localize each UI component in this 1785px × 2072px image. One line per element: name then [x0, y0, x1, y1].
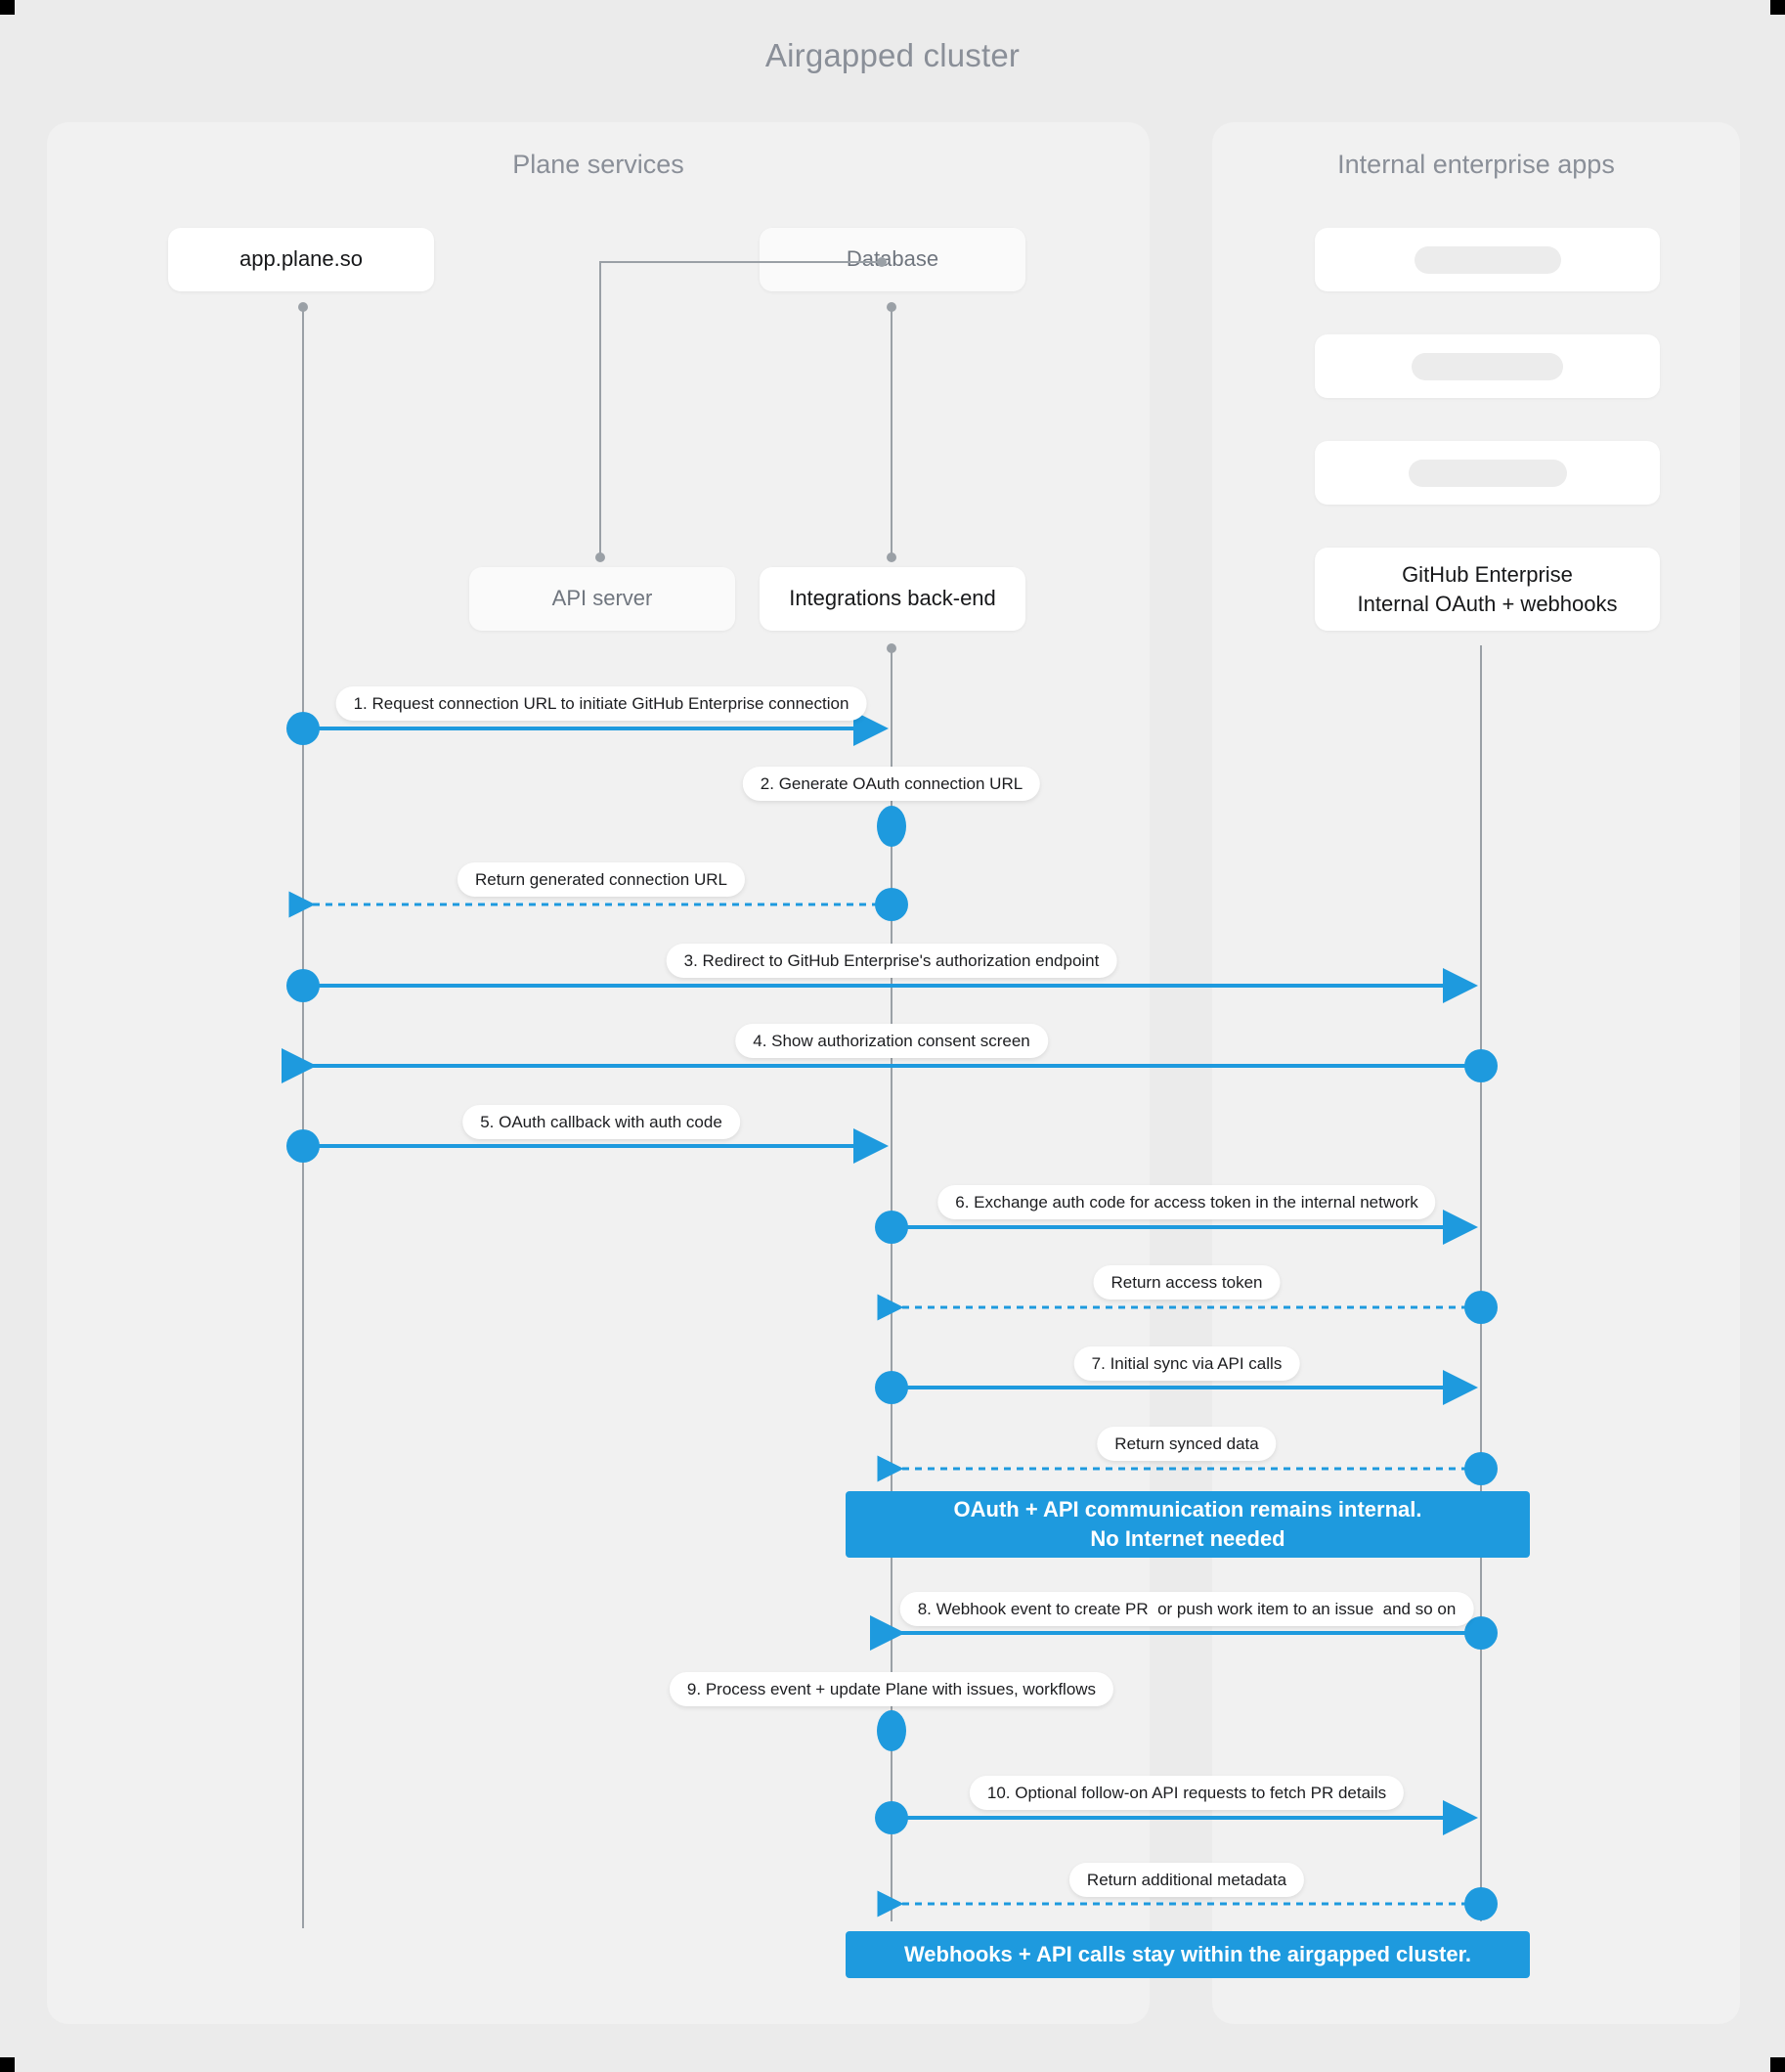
- lifeline-integrations-backend: [891, 645, 892, 1921]
- message-label-9: 7. Initial sync via API calls: [1073, 1346, 1300, 1381]
- message-label-12: 9. Process event + update Plane with iss…: [669, 1672, 1114, 1706]
- activation-dot-5: [1464, 1049, 1498, 1082]
- activation-dot-11: [1464, 1616, 1498, 1650]
- message-label-4: 3. Redirect to GitHub Enterprise's autho…: [666, 944, 1117, 978]
- message-label-6: 5. OAuth callback with auth code: [462, 1105, 740, 1139]
- node-github-enterprise-line1: GitHub Enterprise: [1402, 561, 1573, 587]
- crop-mark-bottom-right: [1770, 2057, 1785, 2072]
- message-label-1: 1. Request connection URL to initiate Gi…: [335, 686, 867, 721]
- placeholder-bar: [1408, 459, 1567, 487]
- node-api-server[interactable]: API server: [469, 567, 735, 631]
- message-label-7: 6. Exchange auth code for access token i…: [937, 1185, 1436, 1219]
- node-github-enterprise-line2: Internal OAuth + webhooks: [1357, 591, 1618, 616]
- message-label-3: Return generated connection URL: [457, 862, 745, 897]
- node-github-enterprise[interactable]: GitHub Enterprise Internal OAuth + webho…: [1315, 548, 1660, 631]
- activation-dot-9: [875, 1371, 908, 1404]
- note-oauth-internal-line2: No Internet needed: [1090, 1526, 1285, 1551]
- crop-mark-bottom-left: [0, 2057, 15, 2072]
- node-app-plane-so[interactable]: app.plane.so: [168, 228, 434, 291]
- activation-dot-3: [875, 888, 908, 921]
- crop-mark-top-right: [1770, 0, 1785, 15]
- message-label-2: 2. Generate OAuth connection URL: [742, 767, 1041, 801]
- activation-dot-13: [875, 1801, 908, 1834]
- message-label-5: 4. Show authorization consent screen: [735, 1024, 1048, 1058]
- placeholder-card-3[interactable]: [1315, 441, 1660, 505]
- activation-dot-10: [1464, 1452, 1498, 1485]
- diagram-title: Airgapped cluster: [764, 37, 1021, 73]
- message-label-11: 8. Webhook event to create PR or push wo…: [899, 1592, 1474, 1626]
- activation-dot-1: [286, 712, 320, 745]
- activation-dot-12-self: [877, 1710, 906, 1751]
- activation-dot-2-self: [877, 806, 906, 847]
- message-label-8: Return access token: [1093, 1265, 1281, 1300]
- panel-plane-services-title: Plane services: [512, 150, 684, 179]
- panel-plane-services: Plane services: [47, 122, 1150, 2024]
- message-label-10: Return synced data: [1097, 1427, 1277, 1461]
- activation-dot-8: [1464, 1291, 1498, 1324]
- placeholder-bar: [1414, 245, 1561, 274]
- node-database[interactable]: Database: [760, 228, 1025, 291]
- panel-internal-enterprise-apps: Internal enterprise apps: [1212, 122, 1740, 2024]
- activation-dot-6: [286, 1129, 320, 1163]
- message-label-14: Return additional metadata: [1068, 1863, 1305, 1897]
- node-integrations-backend[interactable]: Integrations back-end: [760, 567, 1025, 631]
- message-label-13: 10. Optional follow-on API requests to f…: [969, 1776, 1405, 1810]
- note-oauth-internal: OAuth + API communication remains intern…: [846, 1491, 1530, 1558]
- note-webhooks-internal-line1: Webhooks + API calls stay within the air…: [903, 1942, 1472, 1967]
- placeholder-card-2[interactable]: [1315, 334, 1660, 398]
- activation-dot-4: [286, 969, 320, 1002]
- placeholder-bar: [1412, 352, 1563, 380]
- crop-mark-top-left: [0, 0, 15, 15]
- placeholder-card-1[interactable]: [1315, 228, 1660, 291]
- lifeline-app-plane-so: [302, 305, 304, 1928]
- node-integrations-backend-label: Integrations back-end: [789, 586, 996, 611]
- activation-dot-14: [1464, 1887, 1498, 1920]
- note-oauth-internal-line1: OAuth + API communication remains intern…: [953, 1497, 1422, 1522]
- note-webhooks-internal: Webhooks + API calls stay within the air…: [846, 1931, 1530, 1978]
- activation-dot-7: [875, 1211, 908, 1244]
- panel-internal-enterprise-apps-title: Internal enterprise apps: [1337, 150, 1615, 179]
- lifeline-github-enterprise: [1480, 645, 1482, 1921]
